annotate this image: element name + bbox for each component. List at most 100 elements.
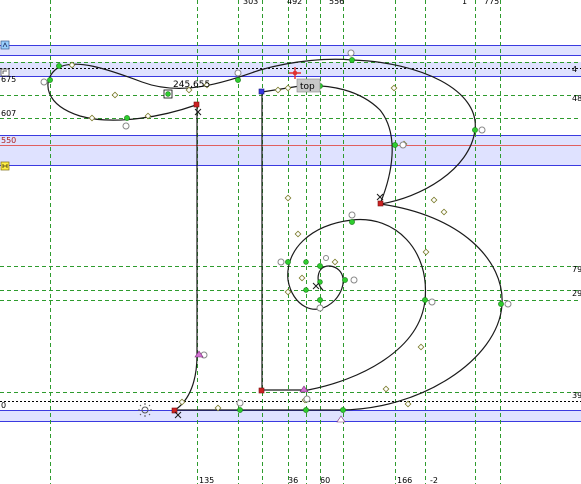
on-curve-point[interactable]: [392, 142, 398, 148]
ruler-label-right: 29: [572, 289, 581, 298]
on-curve-point[interactable]: [340, 407, 346, 413]
outline-outer-stroke[interactable]: [351, 59, 476, 205]
control-points[interactable]: [68, 61, 448, 412]
control-point[interactable]: [111, 91, 119, 99]
hint-circles[interactable]: [40, 49, 512, 407]
hint-circle[interactable]: [347, 49, 355, 57]
control-point[interactable]: [331, 258, 339, 266]
layer-icon[interactable]: [0, 40, 10, 50]
x-marker: [376, 193, 384, 201]
on-curve-point[interactable]: [285, 259, 291, 265]
right-ruler-labels: 4 48 79 29 39: [572, 65, 581, 400]
control-point[interactable]: [185, 86, 193, 94]
control-point[interactable]: [144, 112, 152, 120]
on-curve-point[interactable]: [303, 407, 309, 413]
control-point[interactable]: [274, 86, 282, 94]
outline-bowl-outer[interactable]: [175, 203, 503, 411]
point-tag[interactable]: top: [296, 78, 321, 93]
hint-circle[interactable]: [122, 122, 130, 130]
control-point[interactable]: [417, 343, 425, 351]
left-edge-icons[interactable]: [0, 40, 10, 171]
anchor-center[interactable]: [292, 70, 298, 76]
x-marker: [312, 282, 320, 290]
on-curve-point[interactable]: [498, 301, 504, 307]
corner-point-blue[interactable]: [258, 88, 265, 95]
on-curve-point[interactable]: [349, 57, 355, 63]
control-point[interactable]: [68, 61, 76, 69]
cursor-coordinate-readout: 245,655: [173, 80, 210, 90]
hint-circle[interactable]: [316, 304, 324, 312]
on-curve-point[interactable]: [303, 287, 309, 293]
control-point[interactable]: [298, 274, 306, 282]
corner-points[interactable]: [171, 88, 384, 414]
ruler-label-top: 775: [484, 0, 499, 6]
on-curve-point[interactable]: [47, 77, 53, 83]
point-tag-box[interactable]: [296, 78, 321, 93]
ruler-label-left: 675: [1, 75, 16, 84]
control-point[interactable]: [390, 84, 398, 92]
ruler-label-right: 4: [572, 65, 577, 74]
corner-point[interactable]: [193, 101, 200, 108]
selected-point-dot[interactable]: [165, 91, 171, 97]
hint-circle[interactable]: [428, 298, 436, 306]
ruler-label-bottom: -2: [430, 476, 438, 484]
flag-icon[interactable]: [0, 68, 10, 77]
hint-circle[interactable]: [504, 300, 512, 308]
ruler-label-left: 550: [1, 136, 16, 145]
control-point[interactable]: [88, 114, 96, 122]
on-curve-point[interactable]: [235, 77, 241, 83]
on-curve-point[interactable]: [56, 63, 62, 69]
hint-circle[interactable]: [399, 141, 407, 149]
control-point[interactable]: [284, 288, 292, 296]
on-curve-point[interactable]: [472, 127, 478, 133]
outline-inner-bowl[interactable]: [287, 218, 427, 391]
on-curve-points[interactable]: [47, 57, 504, 413]
glyph-outline[interactable]: [47, 58, 503, 411]
control-point[interactable]: [284, 194, 292, 202]
control-point[interactable]: [214, 404, 222, 412]
ruler-label-bottom: 60: [320, 476, 330, 484]
hint-circle[interactable]: [236, 399, 244, 407]
control-point[interactable]: [430, 196, 438, 204]
control-point[interactable]: [440, 208, 448, 216]
zone-ascender: [0, 62, 581, 76]
control-point[interactable]: [284, 84, 292, 92]
ruler-label-bottom: 166: [397, 476, 412, 484]
corner-point[interactable]: [258, 387, 265, 394]
on-curve-point[interactable]: [342, 277, 348, 283]
outline-top-loop[interactable]: [47, 58, 353, 121]
left-ruler-labels: 675 607 550 0: [1, 75, 16, 410]
alignment-zones: [0, 45, 581, 421]
hint-circle[interactable]: [40, 78, 48, 86]
control-point[interactable]: [178, 398, 186, 406]
control-point[interactable]: [203, 81, 211, 89]
on-curve-point[interactable]: [317, 263, 323, 269]
hint-circle[interactable]: [478, 126, 486, 134]
control-point[interactable]: [422, 248, 430, 256]
on-curve-point[interactable]: [349, 219, 355, 225]
x-marker: [194, 108, 202, 116]
hint-circle[interactable]: [303, 395, 311, 403]
hint-icon[interactable]: [0, 161, 10, 171]
selected-point[interactable]: [163, 89, 173, 99]
control-point[interactable]: [382, 385, 390, 393]
hint-circle[interactable]: [277, 258, 285, 266]
corner-point[interactable]: [171, 407, 178, 414]
ruler-label-top: 303: [243, 0, 258, 6]
hint-circle[interactable]: [348, 211, 356, 219]
control-point[interactable]: [404, 400, 412, 408]
hint-circle[interactable]: [234, 69, 242, 77]
hint-circle[interactable]: [323, 255, 329, 261]
hint-circle[interactable]: [350, 276, 358, 284]
control-point[interactable]: [294, 230, 302, 238]
origin-rays: [138, 403, 152, 417]
anchor-marker[interactable]: [289, 67, 301, 79]
corner-point[interactable]: [377, 200, 384, 207]
on-curve-point[interactable]: [124, 115, 130, 121]
on-curve-point[interactable]: [303, 259, 309, 265]
horizontal-guides: [0, 45, 581, 422]
on-curve-point[interactable]: [422, 297, 428, 303]
on-curve-point[interactable]: [317, 297, 323, 303]
on-curve-point[interactable]: [237, 407, 243, 413]
